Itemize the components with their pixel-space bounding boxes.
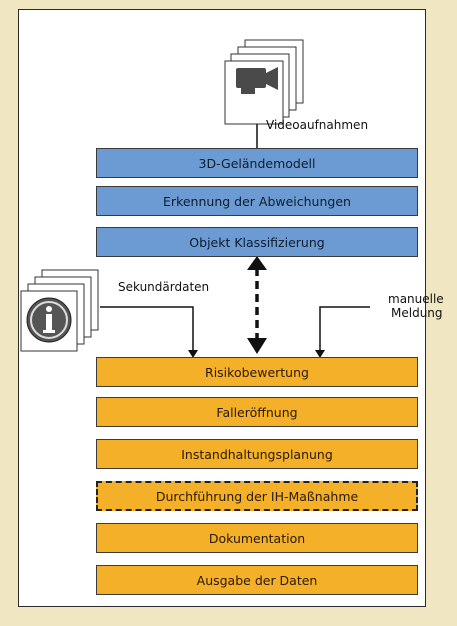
step-maintenance-planning: Instandhaltungsplanung — [96, 439, 418, 469]
step-object-classification: Objekt Klassifizierung — [96, 227, 418, 257]
step-risk-assessment: Risikobewertung — [96, 357, 418, 387]
step-documentation: Dokumentation — [96, 523, 418, 553]
bidirectional-dashed-arrow — [247, 256, 267, 354]
step-data-output: Ausgabe der Daten — [96, 565, 418, 595]
manual-report-arrow — [315, 306, 370, 358]
manual-report-label-line1: manuelle — [388, 292, 444, 306]
secondary-data-arrow — [100, 306, 198, 358]
manual-report-label-line2: Meldung — [391, 306, 443, 320]
video-camera-icon — [236, 67, 278, 94]
info-icon — [26, 297, 72, 343]
video-label: Videoaufnahmen — [266, 118, 369, 132]
step-case-opening: Falleröffnung — [96, 397, 418, 427]
step-measure-execution: Durchführung der IH-Maßnahme — [96, 481, 418, 511]
secondary-data-label: Sekundärdaten — [118, 280, 210, 294]
step-deviation-detection: Erkennung der Abweichungen — [96, 186, 418, 216]
step-3d-terrain-model: 3D-Geländemodell — [96, 148, 418, 178]
